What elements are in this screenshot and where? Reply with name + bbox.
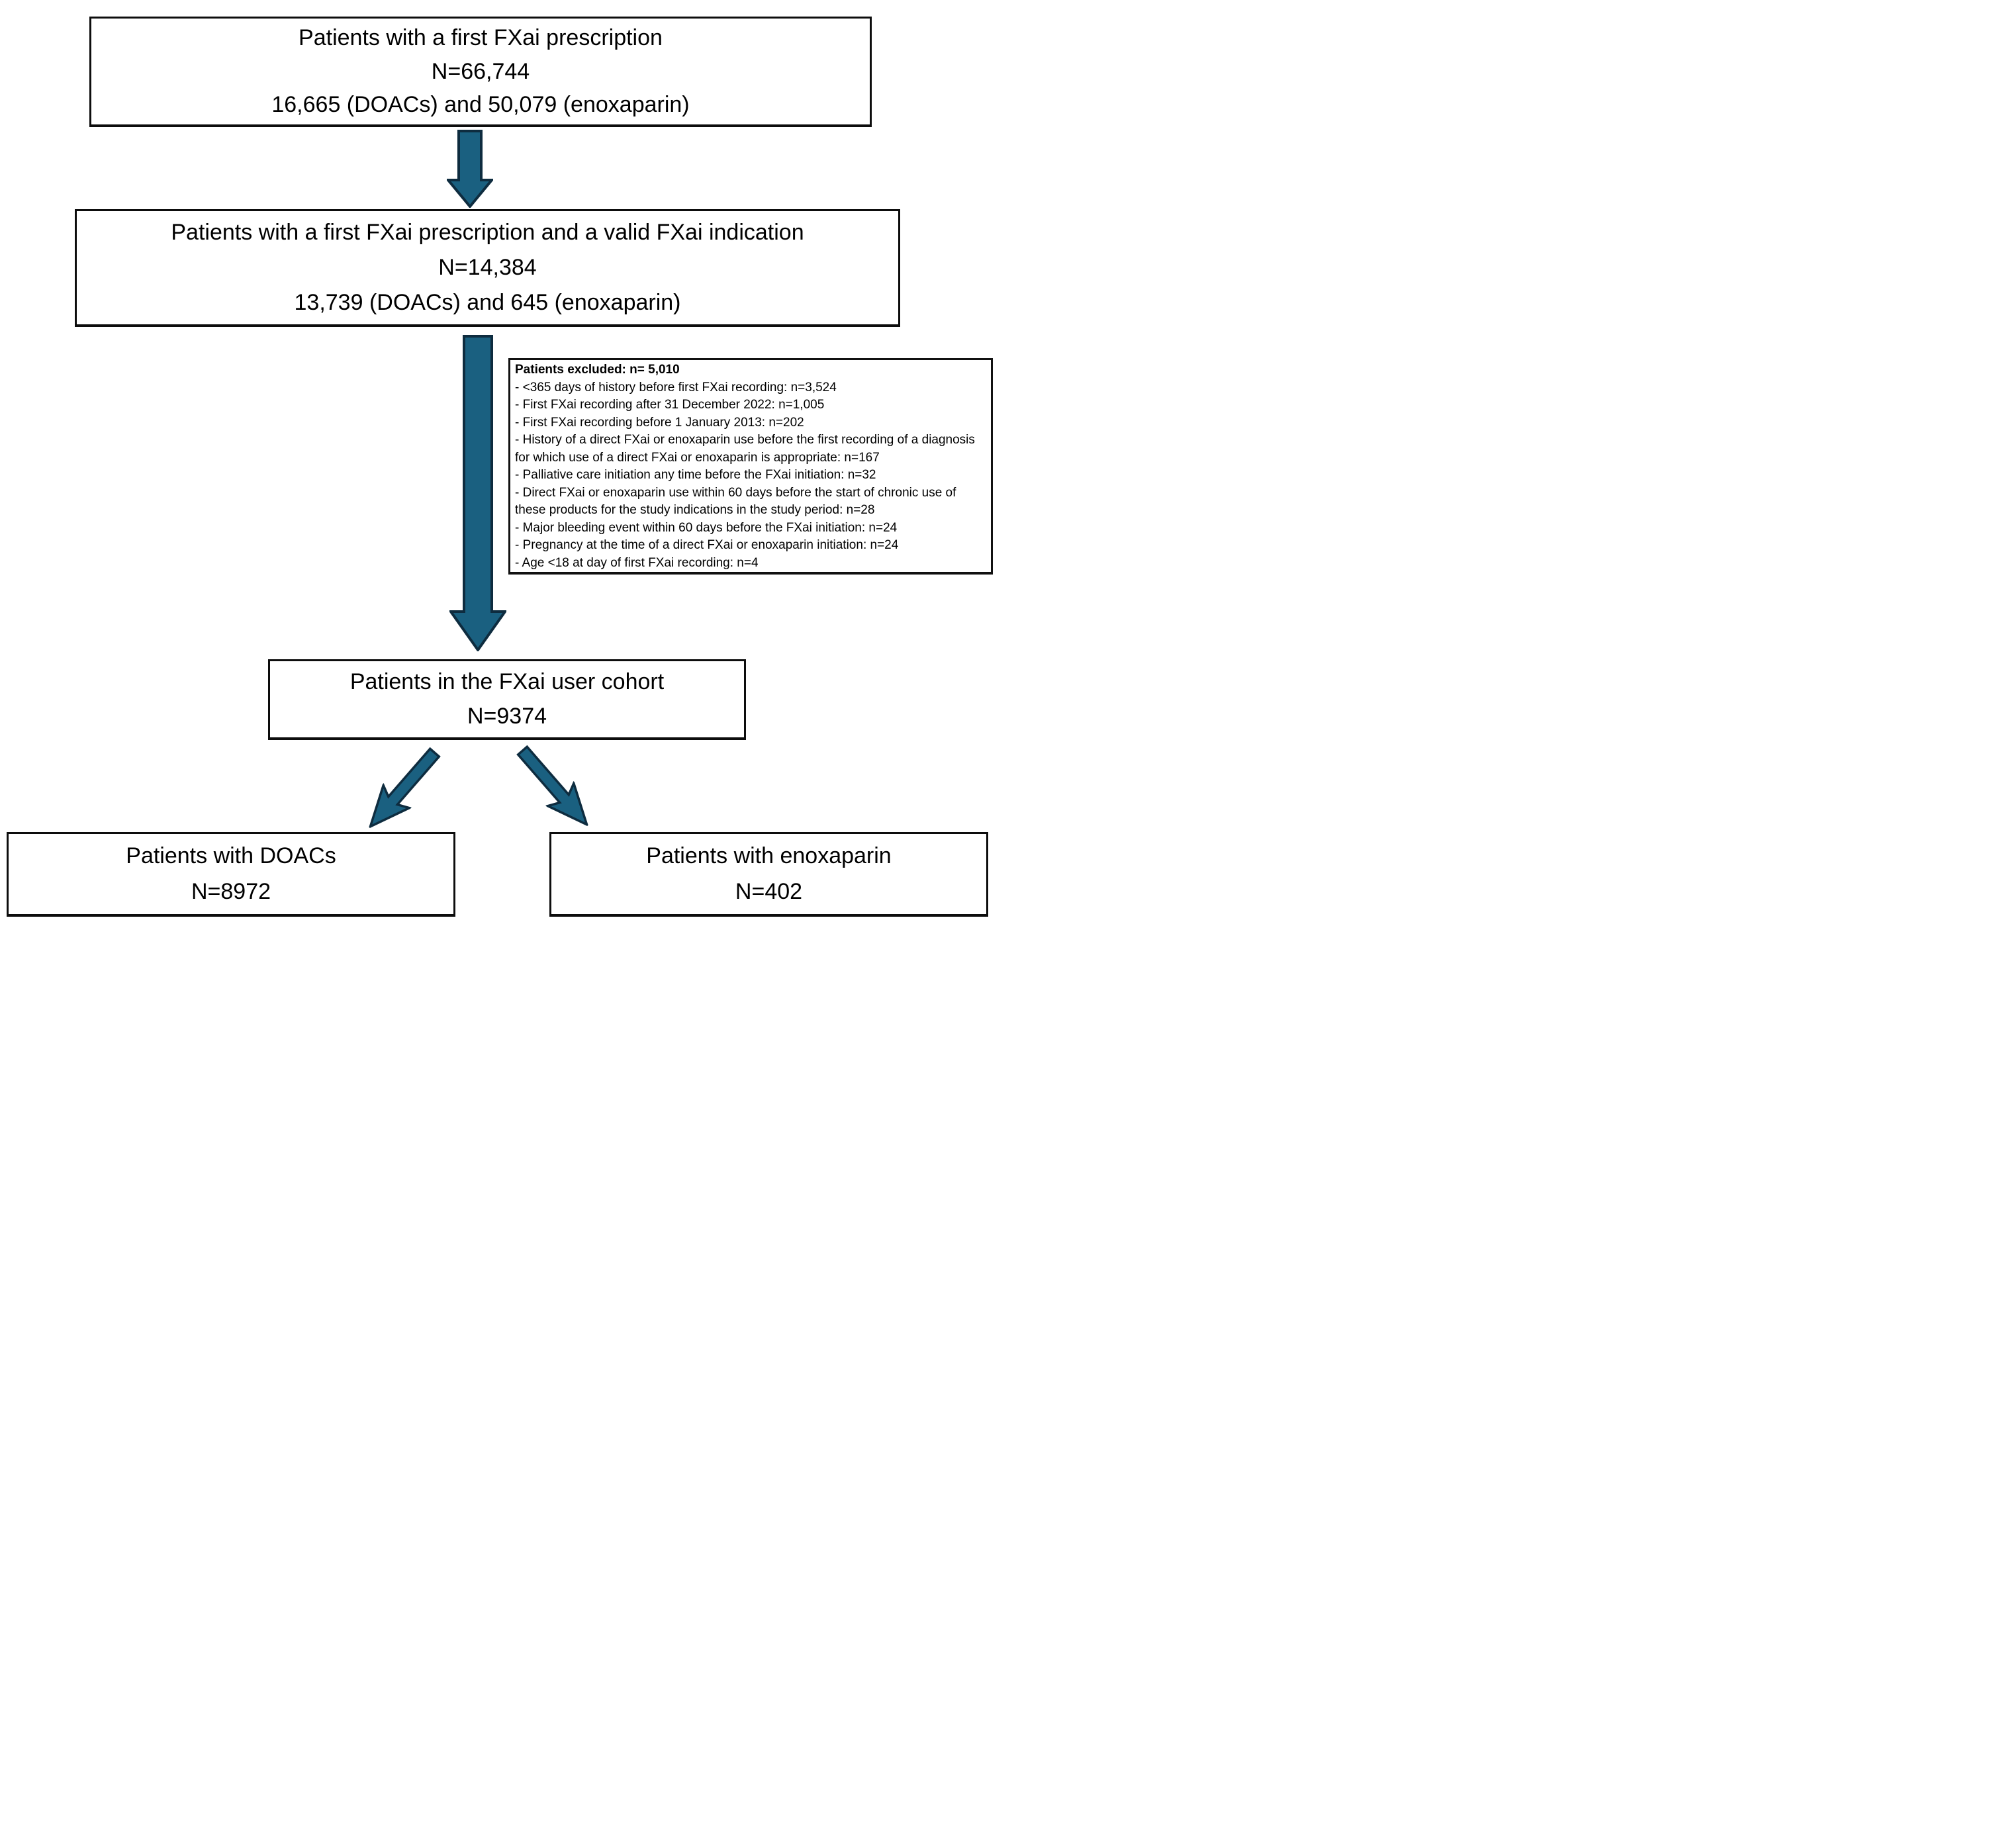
long-down-arrow-icon [449, 335, 506, 651]
exclusion-item: - Major bleeding event within 60 days be… [515, 520, 898, 535]
box-first-title: Patients with a first FXai prescription [299, 25, 663, 51]
box-enox-n: N=402 [735, 879, 803, 905]
box-doacs-title: Patients with DOACs [126, 843, 336, 869]
exclusion-item: - <365 days of history before first FXai… [515, 380, 837, 394]
box-enox-title: Patients with enoxaparin [646, 843, 892, 869]
exclusion-item: - First FXai recording after 31 December… [515, 398, 825, 412]
patients-excluded-header: Patients excluded: n= 5,010 [515, 363, 680, 377]
box-patients-excluded: Patients excluded: n= 5,010 - <365 days … [508, 358, 993, 575]
box-patients-doacs: Patients with DOACs N=8972 [7, 832, 455, 917]
diagonal-left-arrow-icon [368, 747, 441, 829]
box-first-n: N=66,744 [431, 58, 530, 84]
box-valid-n: N=14,384 [438, 255, 537, 281]
box-valid-detail: 13,739 (DOACs) and 645 (enoxaparin) [294, 290, 681, 316]
box-valid-fxai-indication: Patients with a first FXai prescription … [75, 209, 900, 327]
exclusion-item: - Age <18 at day of first FXai recording… [515, 555, 759, 570]
down-arrow-icon [447, 130, 493, 208]
exclusion-item: - Direct FXai or enoxaparin use within 6… [515, 485, 956, 518]
exclusion-item: - Pregnancy at the time of a direct FXai… [515, 538, 899, 552]
box-doacs-n: N=8972 [191, 879, 271, 905]
exclusion-item: - History of a direct FXai or enoxaparin… [515, 433, 975, 465]
exclusion-item: - Palliative care initiation any time be… [515, 468, 876, 482]
box-cohort-title: Patients in the FXai user cohort [349, 669, 665, 695]
box-fxai-user-cohort: Patients in the FXai user cohort N=9374 [268, 659, 746, 740]
box-patients-enoxaparin: Patients with enoxaparin N=402 [549, 832, 988, 917]
box-first-detail: 16,665 (DOACs) and 50,079 (enoxaparin) [271, 91, 690, 117]
exclusion-item: - First FXai recording before 1 January … [515, 415, 804, 430]
box-valid-title: Patients with a first FXai prescription … [171, 220, 804, 246]
patient-flow-diagram: Patients with a first FXai prescription … [0, 0, 998, 924]
box-cohort-n: N=9374 [467, 704, 547, 729]
diagonal-right-arrow-icon [516, 745, 589, 827]
box-first-fxai-prescription: Patients with a first FXai prescription … [89, 17, 872, 127]
